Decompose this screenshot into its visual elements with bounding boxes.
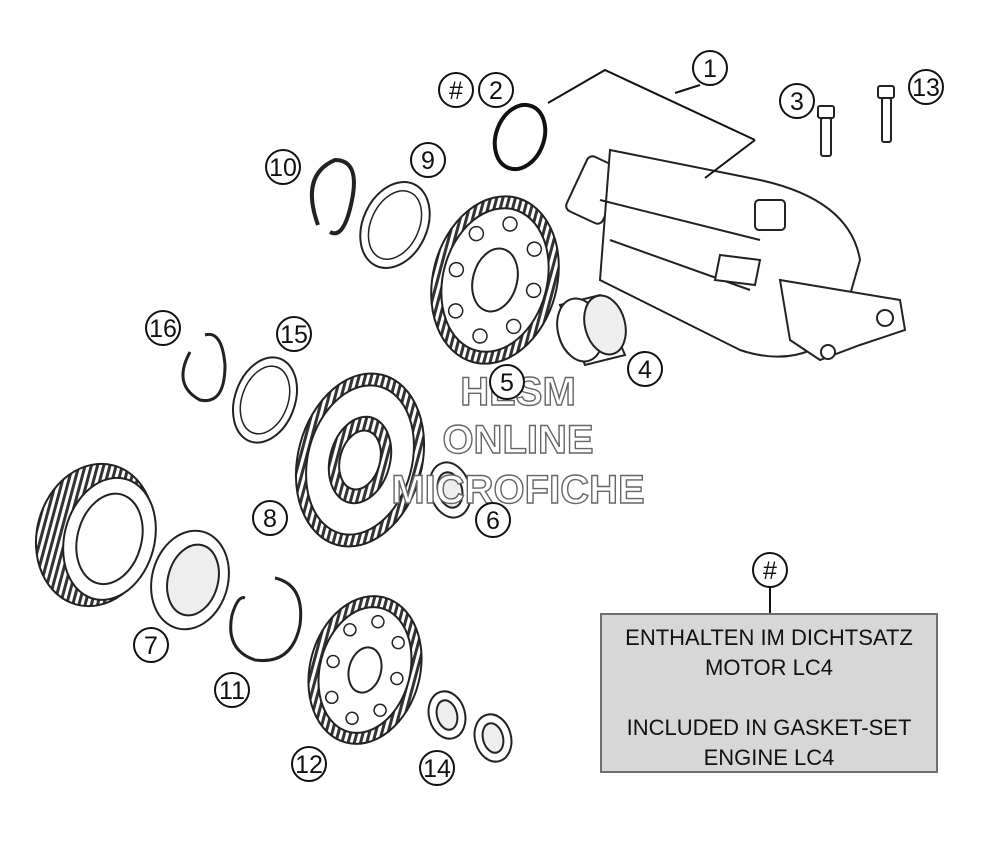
freewheel-7 bbox=[150, 529, 230, 631]
callout-12: 12 bbox=[291, 746, 327, 782]
svg-text:4: 4 bbox=[638, 356, 652, 384]
callout-6: 6 bbox=[475, 502, 511, 538]
circlip-11 bbox=[229, 576, 303, 663]
svg-text:2: 2 bbox=[489, 77, 503, 105]
note-en-line2: ENGINE LC4 bbox=[703, 745, 835, 770]
svg-text:#: # bbox=[763, 557, 777, 585]
gear-8 bbox=[294, 372, 426, 548]
svg-text:11: 11 bbox=[219, 677, 245, 705]
shim-9-inner bbox=[367, 190, 423, 260]
shim-9 bbox=[359, 181, 431, 269]
svg-text:10: 10 bbox=[269, 154, 297, 182]
watermark-line3: MICROFICHE bbox=[391, 468, 644, 512]
callout-8: 8 bbox=[252, 500, 288, 536]
callout-10: 10 bbox=[265, 149, 301, 185]
gasket-set-note: ENTHALTEN IM DICHTSATZ MOTOR LC4 INCLUDE… bbox=[600, 613, 938, 773]
watermark-line2: ONLINE bbox=[442, 418, 593, 462]
callout-5: 5 bbox=[489, 364, 525, 400]
starter-motor bbox=[565, 148, 907, 362]
svg-text:16: 16 bbox=[149, 315, 177, 343]
gear-7 bbox=[34, 462, 157, 608]
svg-text:#: # bbox=[449, 77, 463, 105]
callouts: 1 # 2 3 13 10 9 16 15 4 5 8 6 7 11 12 14… bbox=[133, 50, 944, 786]
callout-11: 11 bbox=[214, 672, 250, 708]
note-de-line2: MOTOR LC4 bbox=[705, 655, 833, 680]
callout-16: 16 bbox=[145, 310, 181, 346]
screw-3 bbox=[817, 105, 835, 157]
callout-3: 3 bbox=[779, 83, 815, 119]
callout-14: 14 bbox=[419, 750, 455, 786]
callout-7: 7 bbox=[133, 627, 169, 663]
svg-text:15: 15 bbox=[280, 321, 308, 349]
callout-2: 2 bbox=[478, 72, 514, 108]
callout-4: 4 bbox=[627, 351, 663, 387]
screw-13 bbox=[877, 85, 895, 143]
svg-text:12: 12 bbox=[295, 751, 323, 779]
gear-5 bbox=[430, 195, 560, 365]
svg-text:1: 1 bbox=[703, 55, 717, 83]
circlip-16 bbox=[181, 332, 227, 403]
callout-15: 15 bbox=[276, 316, 312, 352]
shim-15 bbox=[232, 356, 298, 444]
callout-13: 13 bbox=[908, 69, 944, 105]
svg-text:3: 3 bbox=[790, 88, 804, 116]
gear-12 bbox=[307, 595, 423, 745]
needle-bearings-14 bbox=[427, 690, 513, 763]
svg-text:14: 14 bbox=[423, 755, 451, 783]
svg-text:5: 5 bbox=[500, 369, 514, 397]
circlip-10 bbox=[309, 157, 356, 236]
o-ring bbox=[492, 102, 548, 172]
callout-9: 9 bbox=[410, 142, 446, 178]
callout-hash-top: # bbox=[438, 72, 474, 108]
needle-bearing-4 bbox=[556, 293, 627, 367]
leader-lines bbox=[547, 68, 771, 613]
svg-text:8: 8 bbox=[263, 505, 277, 533]
svg-text:7: 7 bbox=[144, 632, 158, 660]
callout-hash-note: # bbox=[752, 552, 788, 588]
shim-15-inner bbox=[239, 365, 291, 435]
note-de-line1: ENTHALTEN IM DICHTSATZ bbox=[625, 625, 913, 650]
svg-text:6: 6 bbox=[486, 507, 500, 535]
svg-text:13: 13 bbox=[912, 74, 940, 102]
callout-1: 1 bbox=[692, 50, 728, 86]
note-en-line1: INCLUDED IN GASKET-SET bbox=[626, 715, 912, 740]
svg-text:9: 9 bbox=[421, 147, 435, 175]
needle-bearing-6 bbox=[428, 461, 472, 519]
